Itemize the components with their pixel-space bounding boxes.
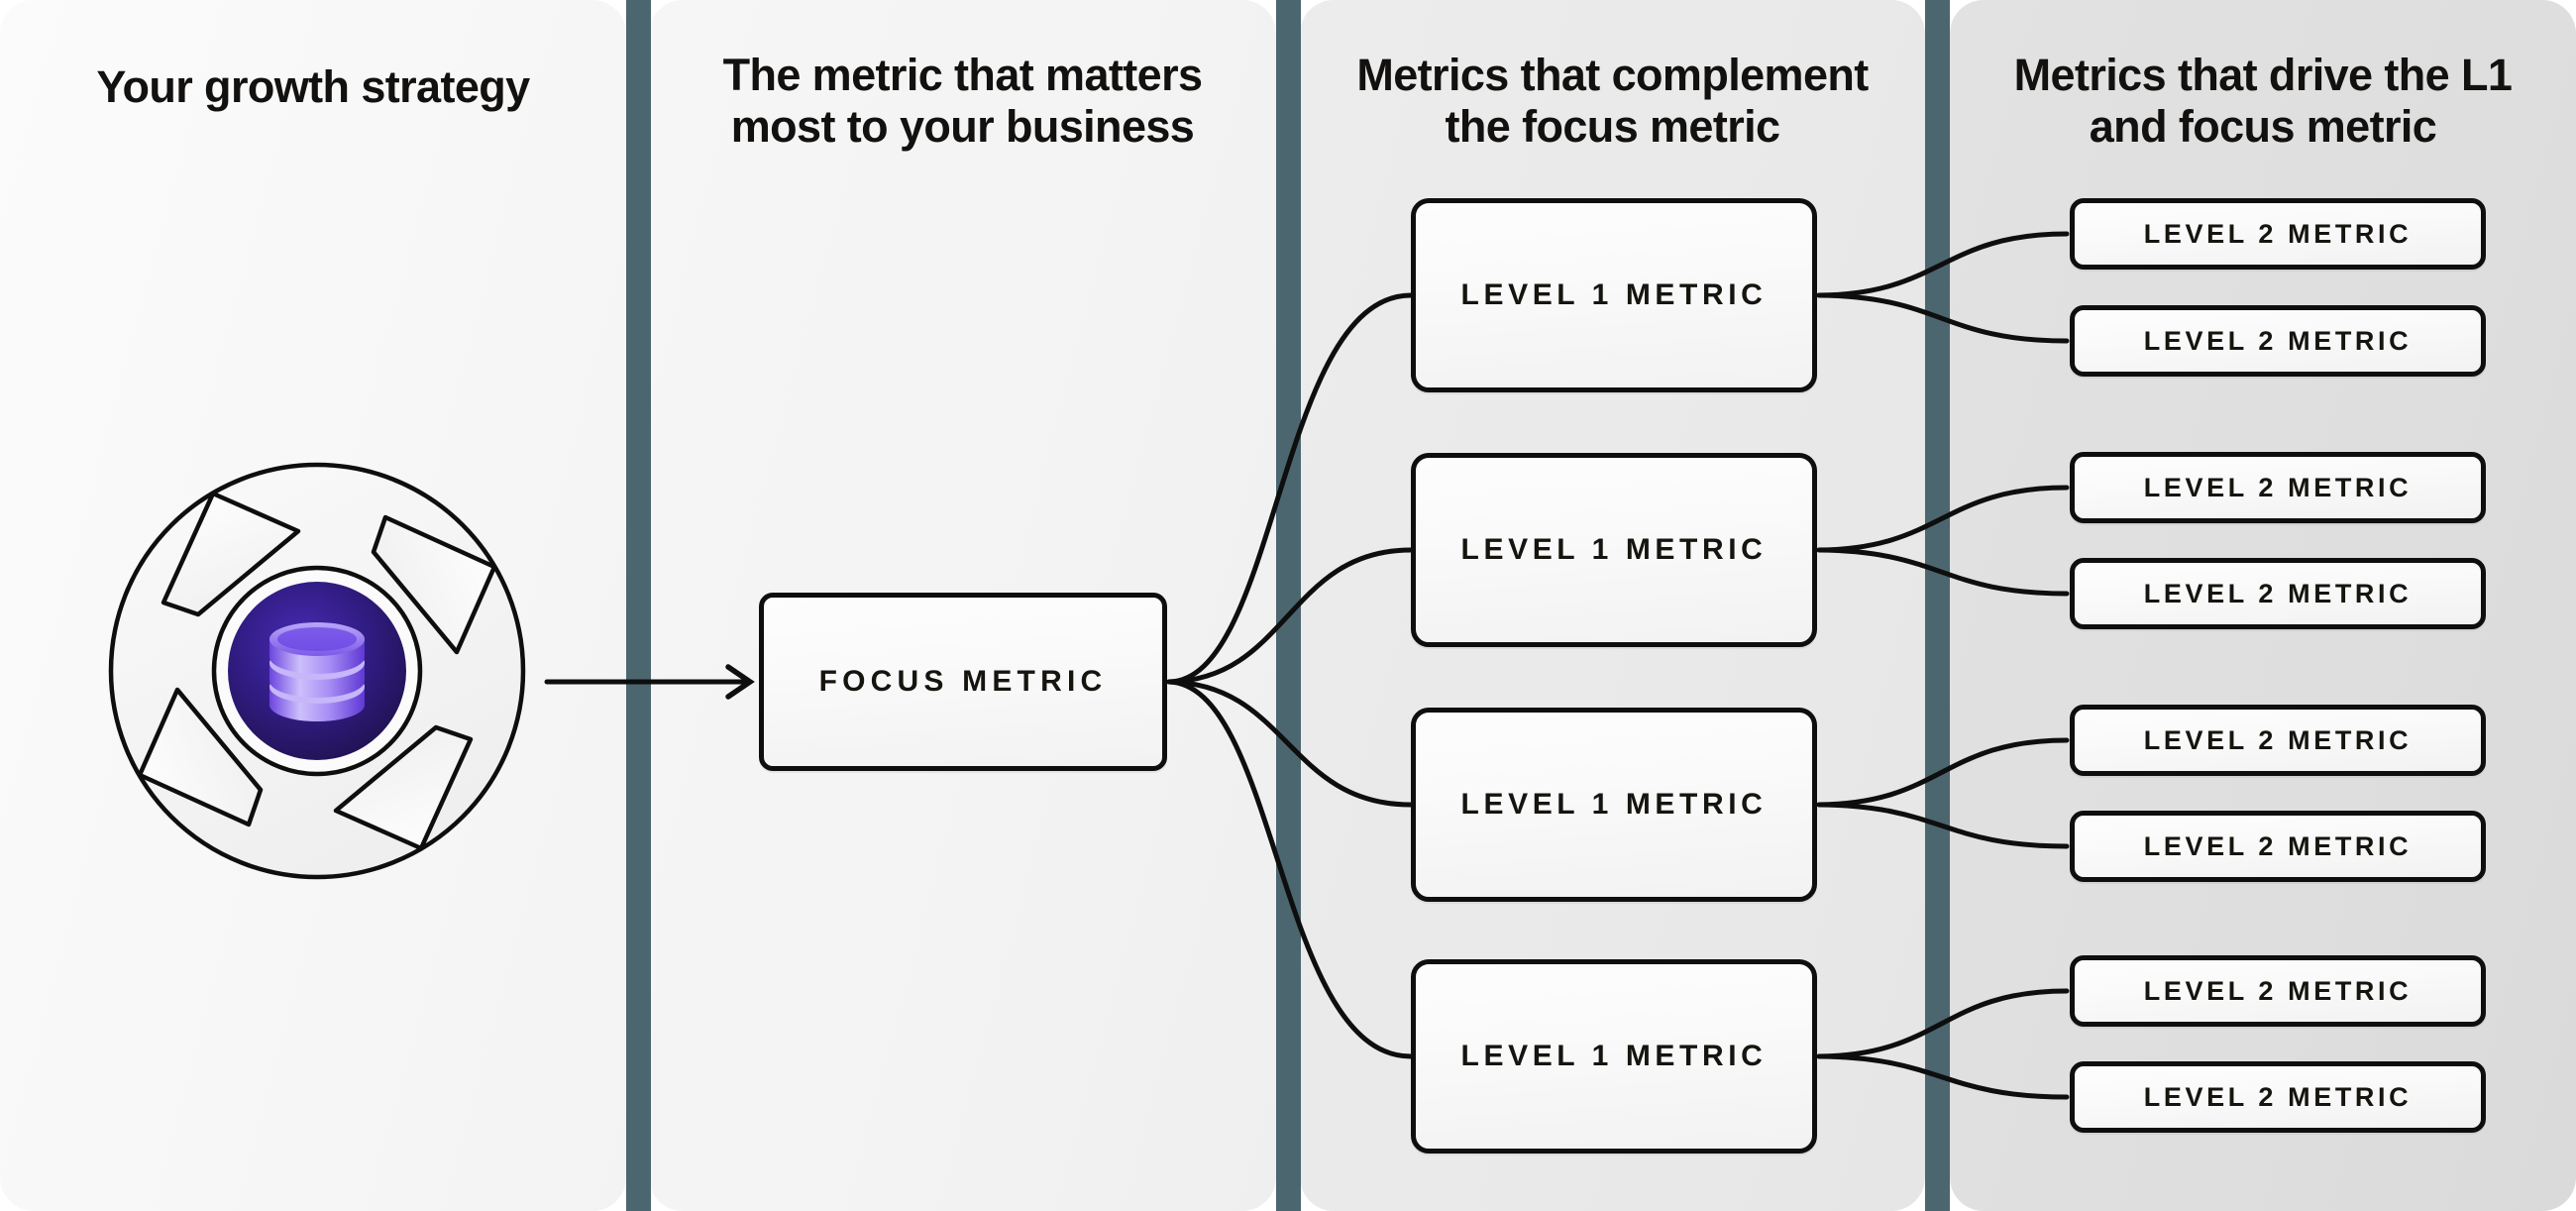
growth-strategy-aperture-emblem (84, 428, 550, 909)
level-2-metric-node-1[interactable]: LEVEL 2 METRIC (2070, 198, 2486, 270)
level-2-metric-node-2[interactable]: LEVEL 2 METRIC (2070, 305, 2486, 377)
level-2-metric-node-4[interactable]: LEVEL 2 METRIC (2070, 558, 2486, 629)
column-header-growth-strategy: Your growth strategy (96, 61, 530, 112)
column-divider-2 (1276, 0, 1301, 1211)
aperture-svg (108, 462, 526, 880)
focus-metric-node[interactable]: FOCUS METRIC (759, 593, 1167, 771)
level-1-metric-node-1[interactable]: LEVEL 1 METRIC (1411, 198, 1817, 392)
database-icon (269, 622, 365, 721)
column-divider-3 (1925, 0, 1950, 1211)
level-2-metric-node-3[interactable]: LEVEL 2 METRIC (2070, 452, 2486, 523)
level-1-metric-node-4[interactable]: LEVEL 1 METRIC (1411, 959, 1817, 1154)
level-1-metric-node-3[interactable]: LEVEL 1 METRIC (1411, 708, 1817, 902)
column-divider-1 (626, 0, 651, 1211)
aperture-blades (137, 491, 497, 851)
level-1-metric-node-2[interactable]: LEVEL 1 METRIC (1411, 453, 1817, 647)
level-2-metric-node-5[interactable]: LEVEL 2 METRIC (2070, 705, 2486, 776)
level-2-metric-node-6[interactable]: LEVEL 2 METRIC (2070, 811, 2486, 882)
level-2-metric-node-8[interactable]: LEVEL 2 METRIC (2070, 1061, 2486, 1133)
level-2-metric-node-7[interactable]: LEVEL 2 METRIC (2070, 955, 2486, 1027)
